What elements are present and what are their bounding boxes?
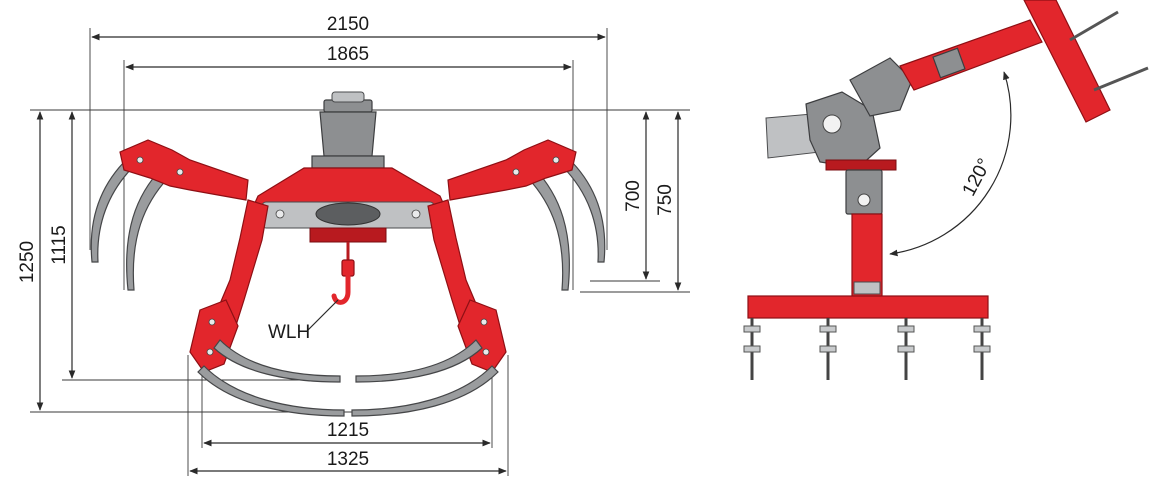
body-lower-plate <box>309 227 387 243</box>
right-closed-knuckle <box>457 299 507 373</box>
rotator-body <box>319 111 377 157</box>
side-column-clamp <box>853 281 881 295</box>
side-tine-clamp-8 <box>973 345 991 353</box>
dim-label-1250: 1250 <box>17 241 38 283</box>
dim-label-700: 700 <box>623 180 644 212</box>
dim-label-750: 750 <box>655 184 676 216</box>
side-tine-clamp-3 <box>897 325 915 333</box>
wlh-label: WLH <box>268 322 310 343</box>
side-tine-clamp-1 <box>743 325 761 333</box>
side-lower-rotator <box>845 169 883 215</box>
cross-beam-slot <box>315 202 381 226</box>
dim-label-2150: 2150 <box>327 14 369 35</box>
side-rotator-pin <box>857 193 871 207</box>
left-knuckle-pin-2 <box>206 348 214 356</box>
left-closed-tine-upper <box>213 339 341 383</box>
side-rotated-tine-2 <box>1093 66 1149 92</box>
side-rotator-link <box>805 91 881 169</box>
left-open-arm-pin-1 <box>136 156 144 164</box>
side-tine-clamp-6 <box>819 345 837 353</box>
side-tine-clamp-7 <box>897 345 915 353</box>
wlh-leader-line <box>307 299 339 331</box>
side-rotated-beam <box>899 19 1043 91</box>
right-knuckle-pin-1 <box>480 318 488 326</box>
right-closed-tine-lower <box>351 365 499 417</box>
front-view: 2150 1865 1215 1325 1250 1115 700 750 <box>17 14 690 476</box>
side-link-eye <box>822 114 842 134</box>
side-tines <box>743 318 991 380</box>
dim-label-1865: 1865 <box>327 44 369 65</box>
dim-label-1325: 1325 <box>327 449 369 470</box>
beam-pin-left <box>275 209 285 219</box>
left-open-arm <box>119 139 249 201</box>
angle-arc-120 <box>889 71 1012 257</box>
left-open-tine-inner <box>126 167 169 291</box>
dim-label-1215: 1215 <box>327 420 369 441</box>
side-tine-clamp-5 <box>743 345 761 353</box>
right-closed-tine-upper <box>355 339 483 383</box>
side-tine-clamp-2 <box>819 325 837 333</box>
right-knuckle-pin-2 <box>482 348 490 356</box>
right-open-arm <box>447 139 577 201</box>
side-flange <box>825 159 897 171</box>
right-open-arm-pin-1 <box>552 156 560 164</box>
dim-label-1115: 1115 <box>49 225 70 264</box>
side-cross-bar <box>747 295 989 319</box>
side-view: 120° <box>743 0 1149 380</box>
left-knuckle-pin-1 <box>208 318 216 326</box>
left-open-arm-pin-2 <box>176 168 184 176</box>
rotator-link <box>331 91 365 103</box>
left-closed-tine-lower <box>197 365 345 417</box>
right-open-tine-inner <box>527 167 570 291</box>
side-rotated-tine-1 <box>1069 10 1119 42</box>
right-open-arm-pin-2 <box>512 168 520 176</box>
side-rotated-bar <box>1023 0 1111 123</box>
beam-pin-right <box>411 209 421 219</box>
left-closed-knuckle <box>189 299 239 373</box>
side-tine-clamp-4 <box>973 325 991 333</box>
angle-label-120: 120° <box>959 155 996 200</box>
hook-icon <box>331 273 351 305</box>
rotator-flange <box>311 155 385 169</box>
